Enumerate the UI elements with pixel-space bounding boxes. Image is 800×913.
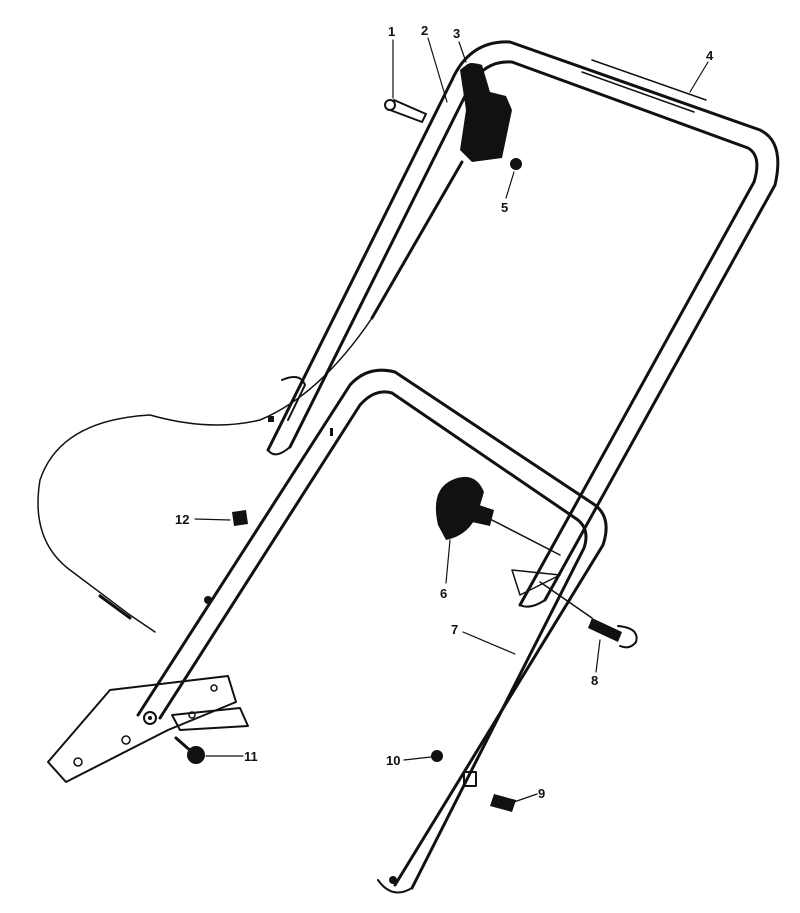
bolt-9 [490,794,516,812]
pin-upper [204,596,212,604]
nut-10 [431,750,443,762]
callout-9: 9 [538,786,545,801]
callout-2: 2 [421,23,428,38]
callout-3: 3 [453,26,460,41]
callout-11: 11 [244,749,258,764]
nut-11 [174,736,205,764]
callout-10: 10 [386,753,400,768]
callout-7: 7 [451,622,458,637]
leader-lines [194,37,709,803]
callout-6: 6 [440,586,447,601]
callout-12: 12 [175,512,189,527]
nut-5 [510,158,522,170]
handle-knob [435,476,561,556]
clip-12 [232,510,248,526]
control-cable [37,160,464,633]
control-switch [460,63,512,163]
upper-handle [266,40,780,608]
mounting-bracket [47,675,249,783]
lower-handle [136,368,608,894]
callout-4: 4 [706,48,714,63]
bolt-1 [384,99,427,123]
callout-labels: 1 2 3 4 5 6 7 8 9 10 11 12 [175,23,714,801]
carriage-bolt [511,569,638,649]
callout-5: 5 [501,200,508,215]
callout-1: 1 [388,24,395,39]
callout-8: 8 [591,673,598,688]
